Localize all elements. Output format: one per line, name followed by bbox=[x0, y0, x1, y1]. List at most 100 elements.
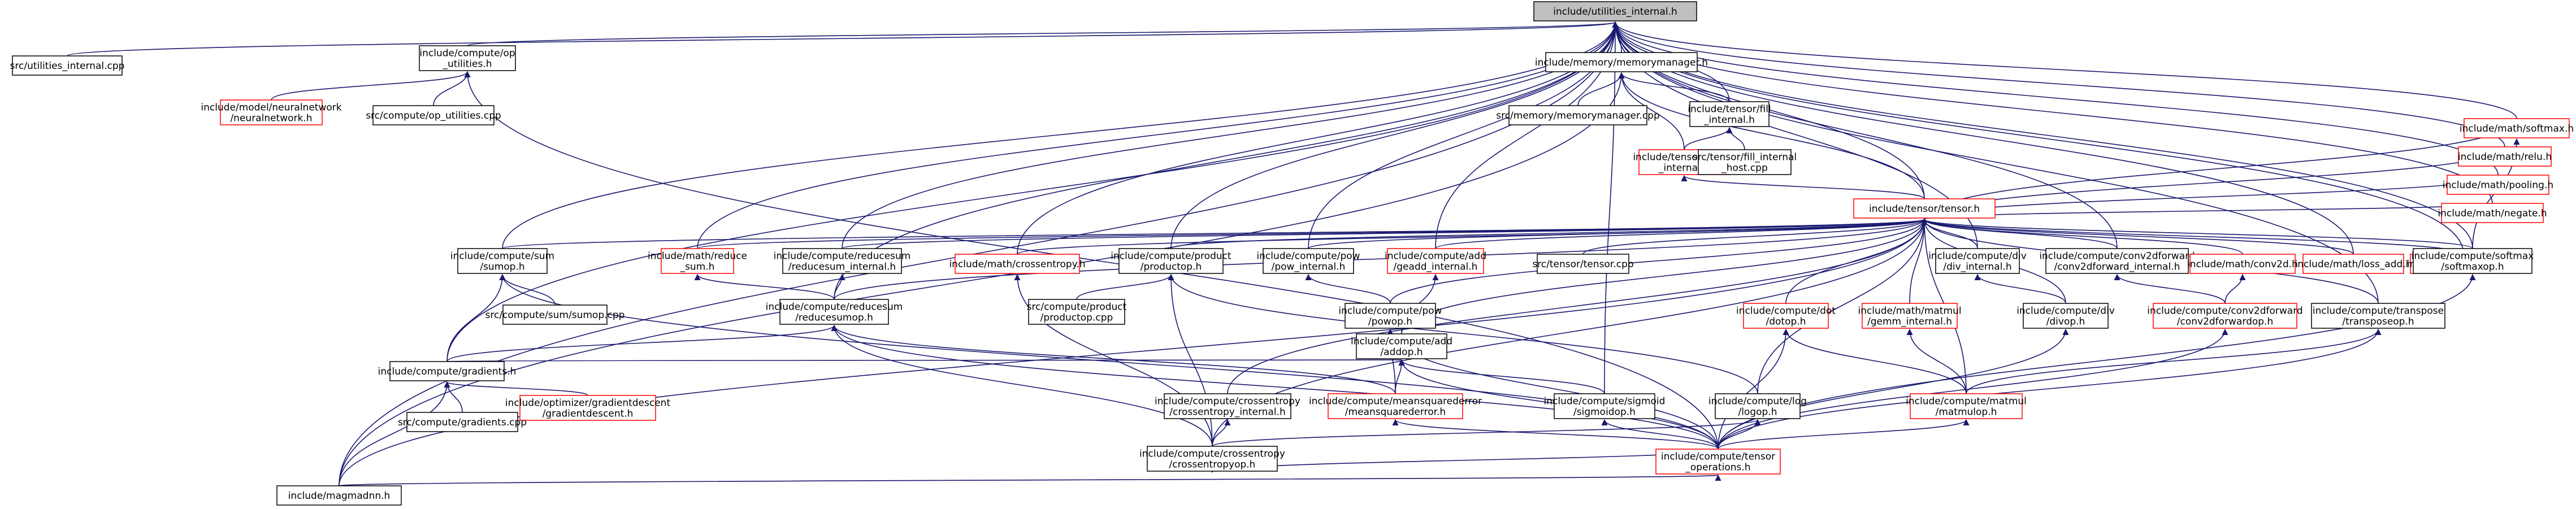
node-gradients-cpp[interactable]: src/compute/gradients.cpp bbox=[398, 412, 527, 432]
node-powop[interactable]: include/compute/pow/powop.h bbox=[1338, 303, 1442, 329]
node-matmulop[interactable]: include/compute/matmul/matmulop.h bbox=[1906, 393, 2027, 419]
node-label: /conv2dforward_internal.h bbox=[2054, 262, 2180, 273]
node-label: include/compute/crossentropy bbox=[1155, 396, 1300, 407]
node-label: include/math/negate.h bbox=[2438, 208, 2547, 219]
node-softmax-m[interactable]: include/math/softmax.h bbox=[2460, 118, 2574, 138]
node-label: /gradientdescent.h bbox=[543, 408, 634, 420]
node-label: include/math/relu.h bbox=[2458, 151, 2552, 163]
edge-tensor_ops-to-logop bbox=[1718, 419, 1761, 450]
node-reduce-sum[interactable]: include/math/reduce_sum.h bbox=[648, 248, 747, 274]
node-op-util-cpp[interactable]: src/compute/op_utilities.cpp bbox=[366, 105, 501, 125]
node-tensor[interactable]: include/tensor/tensor.h bbox=[1853, 198, 1996, 219]
node-memmgr-cpp[interactable]: src/memory/memorymanager.cpp bbox=[1496, 105, 1660, 125]
node-ceop[interactable]: include/compute/crossentropy/crossentrop… bbox=[1139, 446, 1285, 472]
node-label: include/math/pooling.h bbox=[2443, 180, 2553, 191]
node-loss-add[interactable]: include/math/loss_add.h bbox=[2295, 254, 2412, 274]
node-label: /powop.h bbox=[1368, 316, 1412, 328]
node-label: /productop.cpp bbox=[1040, 312, 1113, 324]
edge-tensor_ops-to-mse bbox=[1392, 419, 1719, 450]
node-src-util[interactable]: src/utilities_internal.cpp bbox=[10, 55, 125, 76]
edge-tensor_cpp-to-tensor bbox=[1582, 218, 1928, 255]
node-label: include/math/crossentropy.h bbox=[949, 259, 1085, 270]
node-box bbox=[2447, 175, 2549, 195]
node-label: /crossentropyop.h bbox=[1169, 459, 1256, 471]
edge-conv2d_m-to-tensor bbox=[1921, 218, 2243, 255]
node-dotop[interactable]: include/compute/dot/dotop.h bbox=[1736, 303, 1836, 329]
node-magmadnn[interactable]: include/magmadnn.h bbox=[276, 485, 402, 506]
node-sigmoidop[interactable]: include/compute/sigmoid/sigmoidop.h bbox=[1544, 393, 1666, 419]
node-crossentropy-m[interactable]: include/math/crossentropy.h bbox=[949, 254, 1086, 274]
node-gradients[interactable]: include/compute/gradients.h bbox=[378, 361, 517, 381]
edge-reducesumop-to-tensor bbox=[834, 218, 1928, 300]
node-tfill-int[interactable]: include/tensor/fill_internal.h bbox=[1688, 101, 1771, 127]
node-box bbox=[2464, 118, 2570, 138]
edge-product_cpp-to-productop bbox=[1076, 273, 1174, 300]
node-geadd-int[interactable]: include/compute/add/geadd_internal.h bbox=[1385, 248, 1486, 274]
edge-gradients-to-root bbox=[446, 21, 1619, 362]
node-label: include/compute/log bbox=[1708, 396, 1807, 407]
node-graddesc[interactable]: include/optimizer/gradientdescent/gradie… bbox=[505, 395, 671, 421]
node-reducesumop[interactable]: include/compute/reducesum/reducesumop.h bbox=[766, 299, 903, 325]
node-redsum-int[interactable]: include/compute/reducesum/reducesum_inte… bbox=[774, 248, 911, 274]
node-productop[interactable]: include/compute/product/productop.h bbox=[1111, 248, 1231, 274]
node-gemm-int[interactable]: include/math/matmul/gemm_internal.h bbox=[1858, 303, 1962, 329]
edge-dropout-to-root bbox=[1612, 21, 2464, 255]
node-box bbox=[1689, 101, 1770, 127]
edge-reducesumop-to-reduce_sum bbox=[694, 273, 835, 300]
node-negate[interactable]: include/math/negate.h bbox=[2438, 203, 2547, 223]
node-layer: include/utilities_internal.h src/utilitie… bbox=[10, 1, 2574, 506]
edge-op_util-to-root bbox=[467, 21, 1618, 46]
node-label: _utilities.h bbox=[443, 59, 492, 70]
node-product-cpp[interactable]: src/compute/product/productop.cpp bbox=[1027, 299, 1127, 325]
node-label: /matmulop.h bbox=[1936, 407, 1997, 418]
node-label: include/math/matmul bbox=[1858, 306, 1961, 317]
node-box bbox=[1554, 393, 1655, 419]
node-mse[interactable]: include/compute/meansquarederror/meansqu… bbox=[1309, 393, 1482, 419]
node-box bbox=[2153, 303, 2297, 329]
node-label: _internal.h bbox=[1658, 163, 1710, 174]
node-op-util[interactable]: include/compute/op_utilities.h bbox=[419, 45, 516, 71]
node-box bbox=[2045, 248, 2189, 274]
node-tensor-cpp[interactable]: src/tensor/tensor.cpp bbox=[1532, 254, 1634, 274]
node-label: /sumop.h bbox=[480, 262, 524, 273]
node-label: src/utilities_internal.cpp bbox=[10, 60, 125, 72]
node-conv2d-m[interactable]: include/math/conv2d.h bbox=[2187, 254, 2298, 274]
node-sumop[interactable]: include/compute/sum/sumop.h bbox=[450, 248, 554, 274]
node-neuralnet[interactable]: include/model/neuralnetwork/neuralnetwor… bbox=[201, 99, 342, 125]
node-root[interactable]: include/utilities_internal.h bbox=[1533, 1, 1697, 21]
edge-pow_int-to-tensor bbox=[1308, 218, 1928, 249]
edge-tensor_ops-to-op_util bbox=[464, 71, 1719, 450]
node-box bbox=[779, 299, 889, 325]
node-div-int[interactable]: include/compute/div/div_internal.h bbox=[1928, 248, 2027, 274]
node-addop[interactable]: include/compute/add/addop.h bbox=[1351, 333, 1452, 359]
edge-gemm_int-to-tensor bbox=[1909, 218, 1928, 304]
node-box bbox=[502, 304, 608, 325]
node-box bbox=[12, 55, 123, 76]
edge-tensor_ops-to-conv2dop bbox=[1718, 328, 2228, 450]
node-relu[interactable]: include/math/relu.h bbox=[2458, 146, 2552, 167]
node-pooling[interactable]: include/math/pooling.h bbox=[2443, 175, 2553, 195]
node-tfill-host[interactable]: src/tensor/fill_internal_host.cpp bbox=[1693, 149, 1797, 175]
node-label: /addop.h bbox=[1380, 347, 1423, 358]
node-tensor-ops[interactable]: include/compute/tensor_operations.h bbox=[1655, 449, 1781, 475]
node-label: /geadd_internal.h bbox=[1394, 262, 1478, 273]
node-conv2d-int[interactable]: include/compute/conv2dforward/conv2dforw… bbox=[2039, 248, 2195, 274]
node-label: include/utilities_internal.h bbox=[1553, 6, 1677, 18]
node-box bbox=[389, 361, 505, 381]
node-sumop-cpp[interactable]: src/compute/sum/sumop.cpp bbox=[485, 304, 625, 325]
node-box bbox=[276, 485, 402, 506]
node-memmgr[interactable]: include/memory/memorymanager.h bbox=[1535, 52, 1708, 72]
node-box bbox=[1387, 248, 1484, 274]
node-pow-int[interactable]: include/compute/pow/pow_internal.h bbox=[1256, 248, 1360, 274]
node-divop[interactable]: include/compute/div/divop.h bbox=[2016, 303, 2115, 329]
node-logop[interactable]: include/compute/log/logop.h bbox=[1708, 393, 1807, 419]
node-ce-int[interactable]: include/compute/crossentropy/crossentrop… bbox=[1155, 393, 1300, 419]
edge-relu-to-root bbox=[1612, 21, 2505, 147]
node-softmaxop[interactable]: include/compute/softmax/softmaxop.h bbox=[2412, 248, 2534, 274]
node-label: /logop.h bbox=[1738, 407, 1777, 418]
node-label: include/compute/reducesum bbox=[774, 251, 911, 262]
node-conv2dop[interactable]: include/compute/conv2dforward/conv2dforw… bbox=[2147, 303, 2303, 329]
node-transposeop[interactable]: include/compute/transpose/transposeop.h bbox=[2311, 303, 2445, 329]
node-label: /neuralnetwork.h bbox=[230, 113, 312, 124]
edge-matmulop-to-transposeop bbox=[1966, 328, 2382, 394]
